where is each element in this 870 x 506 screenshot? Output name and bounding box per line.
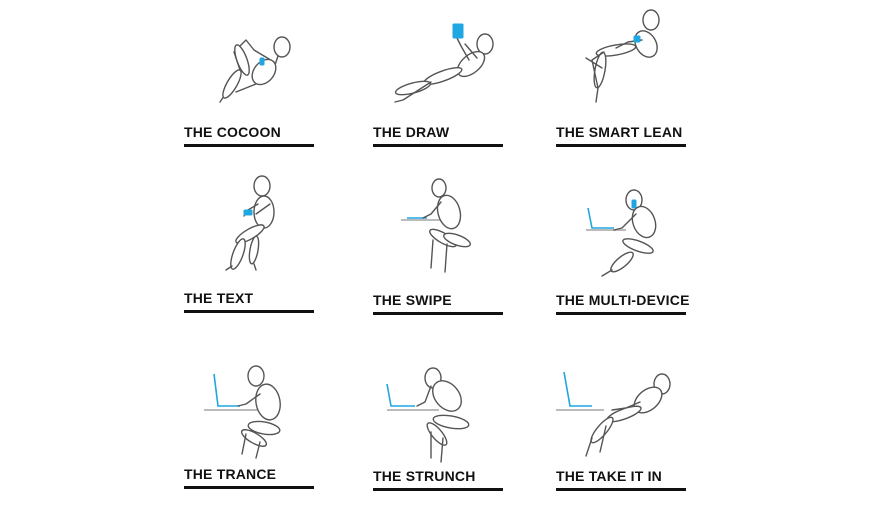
cocoon-figure-icon	[184, 12, 334, 122]
underline-rule	[556, 488, 686, 491]
posture-cell-strunch: THE STRUNCH	[373, 356, 523, 506]
underline-rule	[373, 488, 503, 491]
underline-rule	[556, 144, 686, 147]
draw-figure-icon	[373, 12, 523, 122]
posture-cell-trance: THE TRANCE	[184, 354, 334, 504]
posture-cell-smart-lean: THE SMART LEAN	[556, 9, 706, 162]
multi-device-figure-icon	[556, 180, 706, 290]
posture-label: THE TAKE IT IN	[556, 468, 662, 484]
posture-cell-take-it-in: THE TAKE IT IN	[556, 356, 706, 506]
underline-rule	[184, 144, 314, 147]
posture-label: THE STRUNCH	[373, 468, 476, 484]
strunch-figure-icon	[373, 356, 523, 466]
posture-label: THE MULTI-DEVICE	[556, 292, 690, 308]
text-figure-icon	[184, 175, 334, 288]
posture-label: THE SWIPE	[373, 292, 452, 308]
take-it-in-figure-icon	[556, 356, 706, 466]
smart-lean-figure-icon	[556, 9, 706, 122]
posture-label: THE TRANCE	[184, 466, 277, 482]
swipe-figure-icon	[373, 178, 523, 290]
posture-cell-text: THE TEXT	[184, 175, 334, 328]
posture-cell-swipe: THE SWIPE	[373, 178, 523, 330]
trance-figure-icon	[184, 354, 334, 464]
posture-label: THE TEXT	[184, 290, 254, 306]
underline-rule	[184, 486, 314, 489]
underline-rule	[184, 310, 314, 313]
underline-rule	[373, 312, 503, 315]
underline-rule	[373, 144, 503, 147]
posture-cell-draw: THE DRAW	[373, 12, 523, 162]
posture-label: THE SMART LEAN	[556, 124, 683, 140]
posture-label: THE COCOON	[184, 124, 281, 140]
underline-rule	[556, 312, 686, 315]
posture-label: THE DRAW	[373, 124, 450, 140]
posture-cell-multi-device: THE MULTI-DEVICE	[556, 180, 706, 330]
posture-cell-cocoon: THE COCOON	[184, 12, 334, 162]
